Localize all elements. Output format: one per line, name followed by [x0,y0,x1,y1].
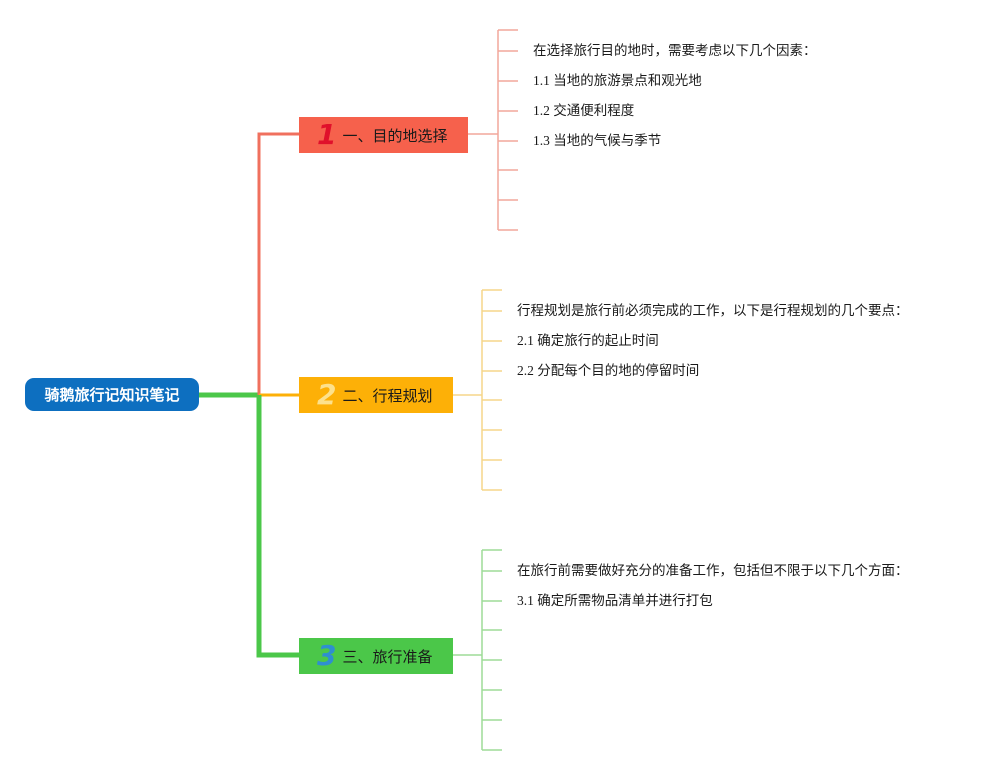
topic-label: 三、旅行准备 [342,647,433,666]
leaf-text[interactable]: 3.1 确定所需物品清单并进行打包 [517,593,713,608]
number-two-icon: 2 [317,378,337,411]
leaf-text[interactable]: 2.1 确定旅行的起止时间 [517,333,659,348]
topic-destination-selection[interactable]: 1 一、目的地选择 [299,117,468,153]
leaf-text[interactable]: 1.2 交通便利程度 [533,103,635,118]
topic-travel-preparation[interactable]: 3 三、旅行准备 [299,638,453,674]
branch-1-connector [257,132,299,395]
leaf-text[interactable]: 行程规划是旅行前必须完成的工作，以下是行程规划的几个要点： [517,303,909,318]
number-one-icon: 1 [317,118,337,151]
topic-label: 二、行程规划 [342,386,433,405]
topic-label: 一、目的地选择 [342,126,448,145]
leaf-text[interactable]: 在选择旅行目的地时，需要考虑以下几个因素： [533,43,817,58]
number-three-icon: 3 [317,639,337,672]
leaf-text[interactable]: 1.3 当地的气候与季节 [533,133,662,148]
branch-1-leaf-lines [468,29,518,231]
root-topic-label: 骑鹅旅行记知识笔记 [44,386,180,404]
topic-itinerary-planning[interactable]: 2 二、行程规划 [299,377,453,413]
branch-3-leaf-lines [453,549,502,751]
leaf-text[interactable]: 1.1 当地的旅游景点和观光地 [533,73,702,88]
branch-2-leaf-lines [453,289,502,491]
branch-3-connector [256,395,299,658]
leaf-text[interactable]: 2.2 分配每个目的地的停留时间 [517,363,700,378]
leaf-text[interactable]: 在旅行前需要做好充分的准备工作，包括但不限于以下几个方面： [517,563,909,578]
root-topic[interactable]: 骑鹅旅行记知识笔记 [25,378,199,411]
